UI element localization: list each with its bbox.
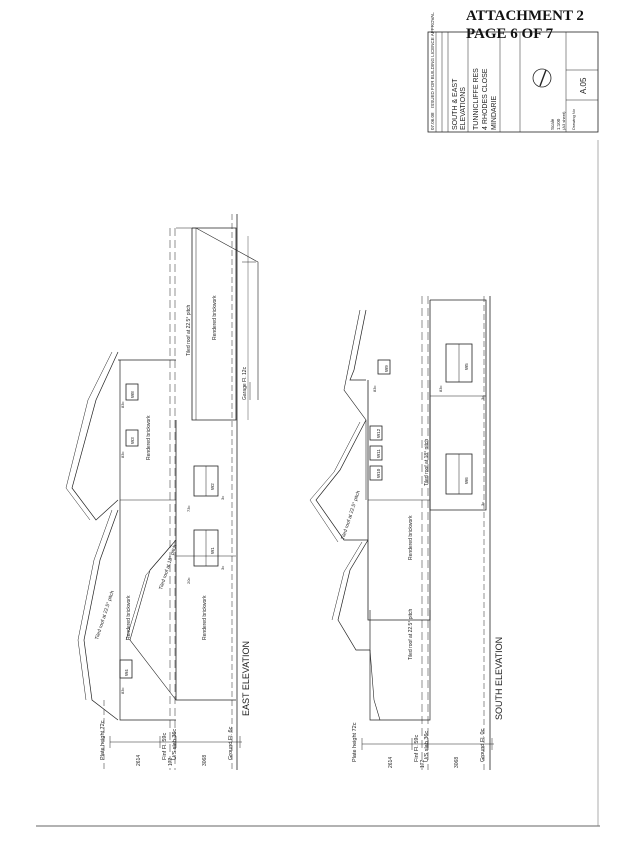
project-line-1: TUNNICLIFFE RES xyxy=(473,68,480,130)
east-plate-height: Plate height 72c xyxy=(100,720,106,760)
window-w9 xyxy=(377,359,391,375)
east-ground: Ground Fl. 6c xyxy=(228,726,234,760)
south-slab: U/S slab 36c xyxy=(424,731,430,762)
east-garage-level: Garage Fl. 12c xyxy=(242,366,248,400)
window-w4 xyxy=(119,659,133,679)
south-dim-2: 172 xyxy=(420,759,426,768)
east-roof-note-3: Tiled roof at 22.5° pitch xyxy=(186,304,192,356)
east-dim-2: 172 xyxy=(168,757,174,766)
east-wall-note-1: Rendered brickwork xyxy=(126,595,132,640)
east-slab: U/S slab 36c xyxy=(172,729,178,760)
east-roof-note-1: Tiled roof at 22.5° pitch xyxy=(94,590,116,641)
south-level-4: 3c xyxy=(480,502,485,506)
project-line-2: 4 RHODES CLOSE xyxy=(482,68,489,130)
east-level-2: 83c xyxy=(120,452,125,458)
east-wall-note-3: Rendered brickwork xyxy=(202,595,208,640)
window-w12 xyxy=(369,425,383,441)
south-roof-note-2: Tiled roof at 22.5° pitch xyxy=(408,608,414,660)
south-dim-1: 2614 xyxy=(388,757,394,768)
attachment-label: ATTACHMENT 2 xyxy=(466,8,584,24)
page-number-label: PAGE 6 OF 7 xyxy=(466,26,554,42)
east-elevation-title: EAST ELEVATION xyxy=(241,641,251,716)
sheet-title-2: ELEVATIONS xyxy=(460,87,467,130)
south-plate-height: Plate height 72c xyxy=(352,722,358,762)
east-tag-w8: W8 xyxy=(130,391,135,398)
south-ground: Ground Fl. 0c xyxy=(480,728,486,762)
south-tag-w6: W6 xyxy=(464,477,469,484)
scale-value: 1:100 xyxy=(556,118,561,130)
south-tag-w5: W5 xyxy=(464,363,469,370)
east-wall-note-2: Rendered brickwork xyxy=(146,415,152,460)
issue-date: 07.06.08 xyxy=(430,112,435,130)
scale-label: Scale xyxy=(550,118,555,130)
east-level-6: 3c xyxy=(220,496,225,500)
window-w3 xyxy=(125,429,139,447)
east-level-7: 3c xyxy=(220,566,225,570)
south-level-2: 83c xyxy=(438,386,443,392)
east-level-3: 83c xyxy=(120,688,125,694)
sheet-size: (A3 sheet) xyxy=(561,111,566,130)
east-dim-1: 2614 xyxy=(136,755,142,766)
east-level-1: 83c xyxy=(120,402,125,408)
south-finished-floor: Finf Fl. 59c xyxy=(414,735,420,762)
south-tag-w12: W12 xyxy=(376,428,381,438)
east-tag-w3: W3 xyxy=(130,437,135,444)
east-dim-3: 3068 xyxy=(202,755,208,766)
east-tag-w2: W2 xyxy=(210,483,215,490)
east-level-4: 73c xyxy=(186,506,191,512)
project-line-3: MINDARIE xyxy=(491,95,498,130)
south-elevation-title: SOUTH ELEVATION xyxy=(494,637,504,720)
south-tag-w11: W11 xyxy=(376,449,381,458)
south-level-1: 83c xyxy=(372,386,377,392)
south-tag-w10: W10 xyxy=(376,468,381,478)
drawing-number: A.05 xyxy=(579,77,588,94)
east-wall-note-4: Rendered brickwork xyxy=(212,295,218,340)
east-roof-note-2: Tiled roof at 18° pitch xyxy=(158,544,178,591)
south-dim-3: 3068 xyxy=(454,757,460,768)
sheet-title-1: SOUTH & EAST xyxy=(452,78,459,130)
south-wall-note-1: Rendered brickwork xyxy=(408,515,414,560)
east-tag-w4: W4 xyxy=(124,669,129,676)
south-level-3: 3c xyxy=(480,396,485,400)
south-elevation xyxy=(309,296,494,770)
window-w11 xyxy=(369,445,383,461)
title-block: 07.06.08 ISSUED FOR BUILDING LICENCE APP… xyxy=(427,12,599,133)
drawing-no-label: Drawing No xyxy=(571,108,576,130)
south-tag-w9: W9 xyxy=(384,365,389,372)
south-roof-note-1: Tiled roof at 22.5° pitch xyxy=(340,490,362,541)
east-elevation xyxy=(65,214,259,770)
north-point-icon xyxy=(532,68,552,88)
east-finished-floor: Finf Fl. 59c xyxy=(162,733,168,760)
east-tag-w1: W1 xyxy=(210,547,215,554)
window-w10 xyxy=(369,465,383,481)
issue-note: ISSUED FOR BUILDING LICENCE APPROVAL xyxy=(430,12,435,108)
south-roof-note-3: Tiled roof at 18° pitch xyxy=(424,439,430,486)
window-w8 xyxy=(125,383,139,401)
east-level-5: 20c xyxy=(186,578,191,584)
